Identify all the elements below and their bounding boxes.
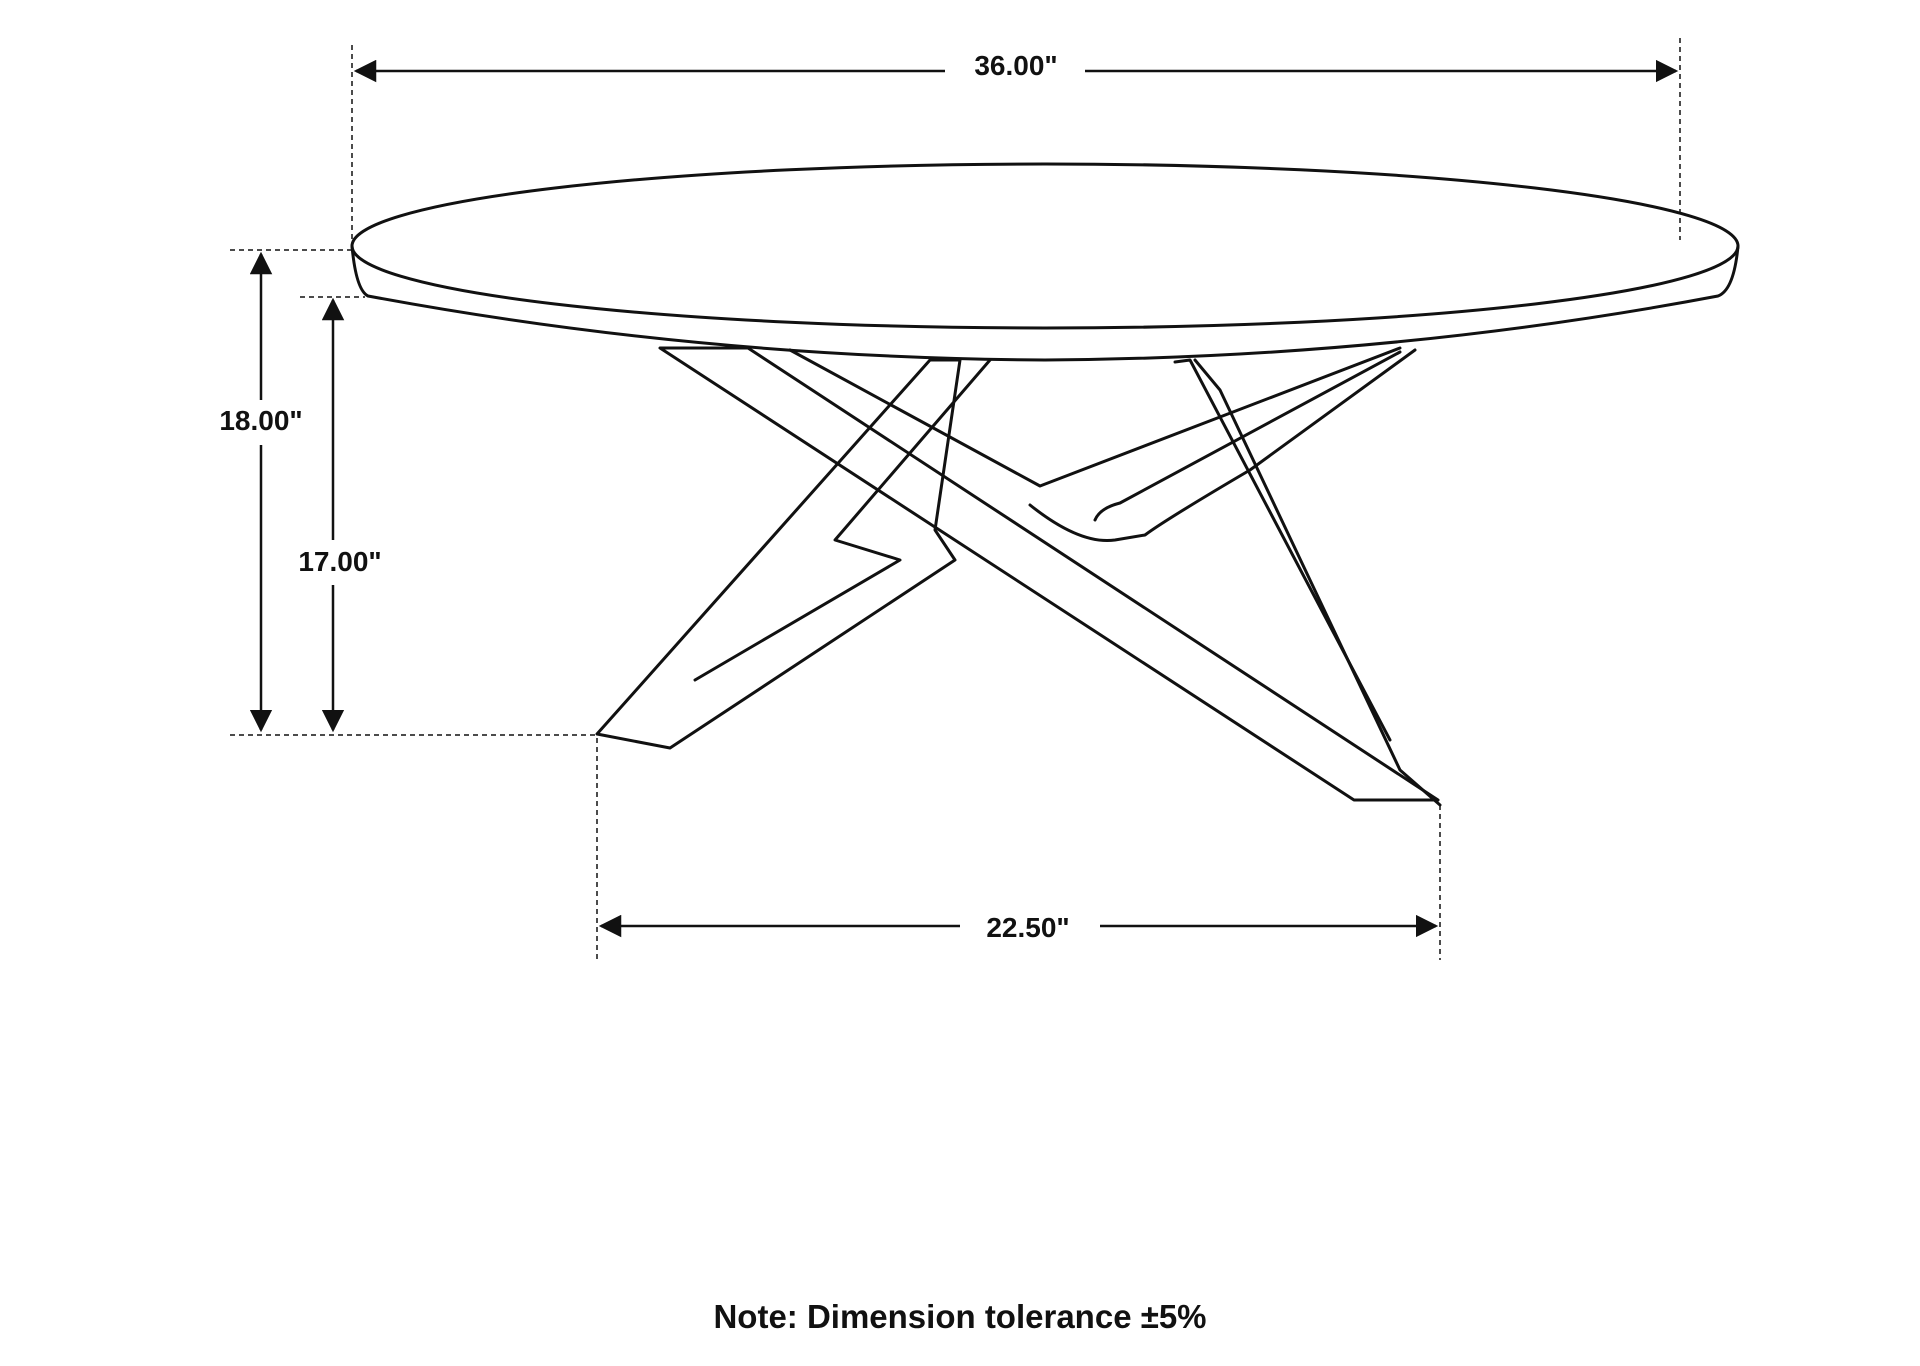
- extension-lines: [230, 38, 1681, 960]
- dimension-lines: [230, 38, 1681, 960]
- overall-height-label: 18.00": [219, 405, 302, 436]
- overall-width-label: 36.00": [974, 50, 1057, 81]
- table-base: [595, 346, 1442, 807]
- tabletop: [350, 162, 1740, 362]
- base-width-label: 22.50": [986, 912, 1069, 943]
- base-height-label: 17.00": [298, 546, 381, 577]
- table-outline: [350, 162, 1740, 807]
- tolerance-note: Note: Dimension tolerance ±5%: [713, 1298, 1206, 1335]
